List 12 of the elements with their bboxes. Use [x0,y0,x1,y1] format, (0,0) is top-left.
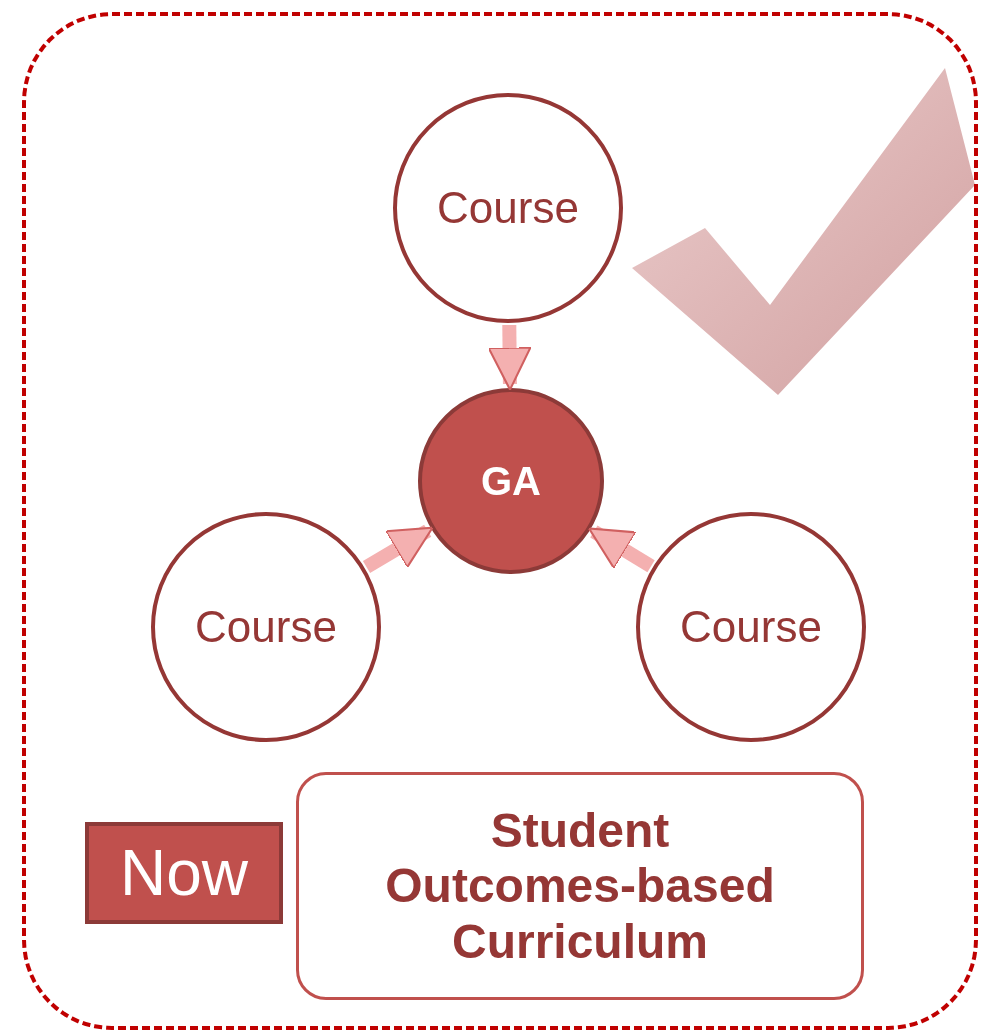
label-tag [85,822,283,924]
node-label: Student Outcomes-based Curriculum [384,803,776,969]
node-label: GA [481,458,541,505]
node-label: Course [195,601,337,653]
block-arrow [362,524,434,574]
node-label: Course [437,182,579,234]
node-label: Course [680,601,822,653]
rounded-text-box [296,772,864,1000]
dashed-frame [22,12,978,1030]
block-arrow [487,324,532,391]
node-label: Now [120,836,248,911]
block-arrow [588,525,655,573]
